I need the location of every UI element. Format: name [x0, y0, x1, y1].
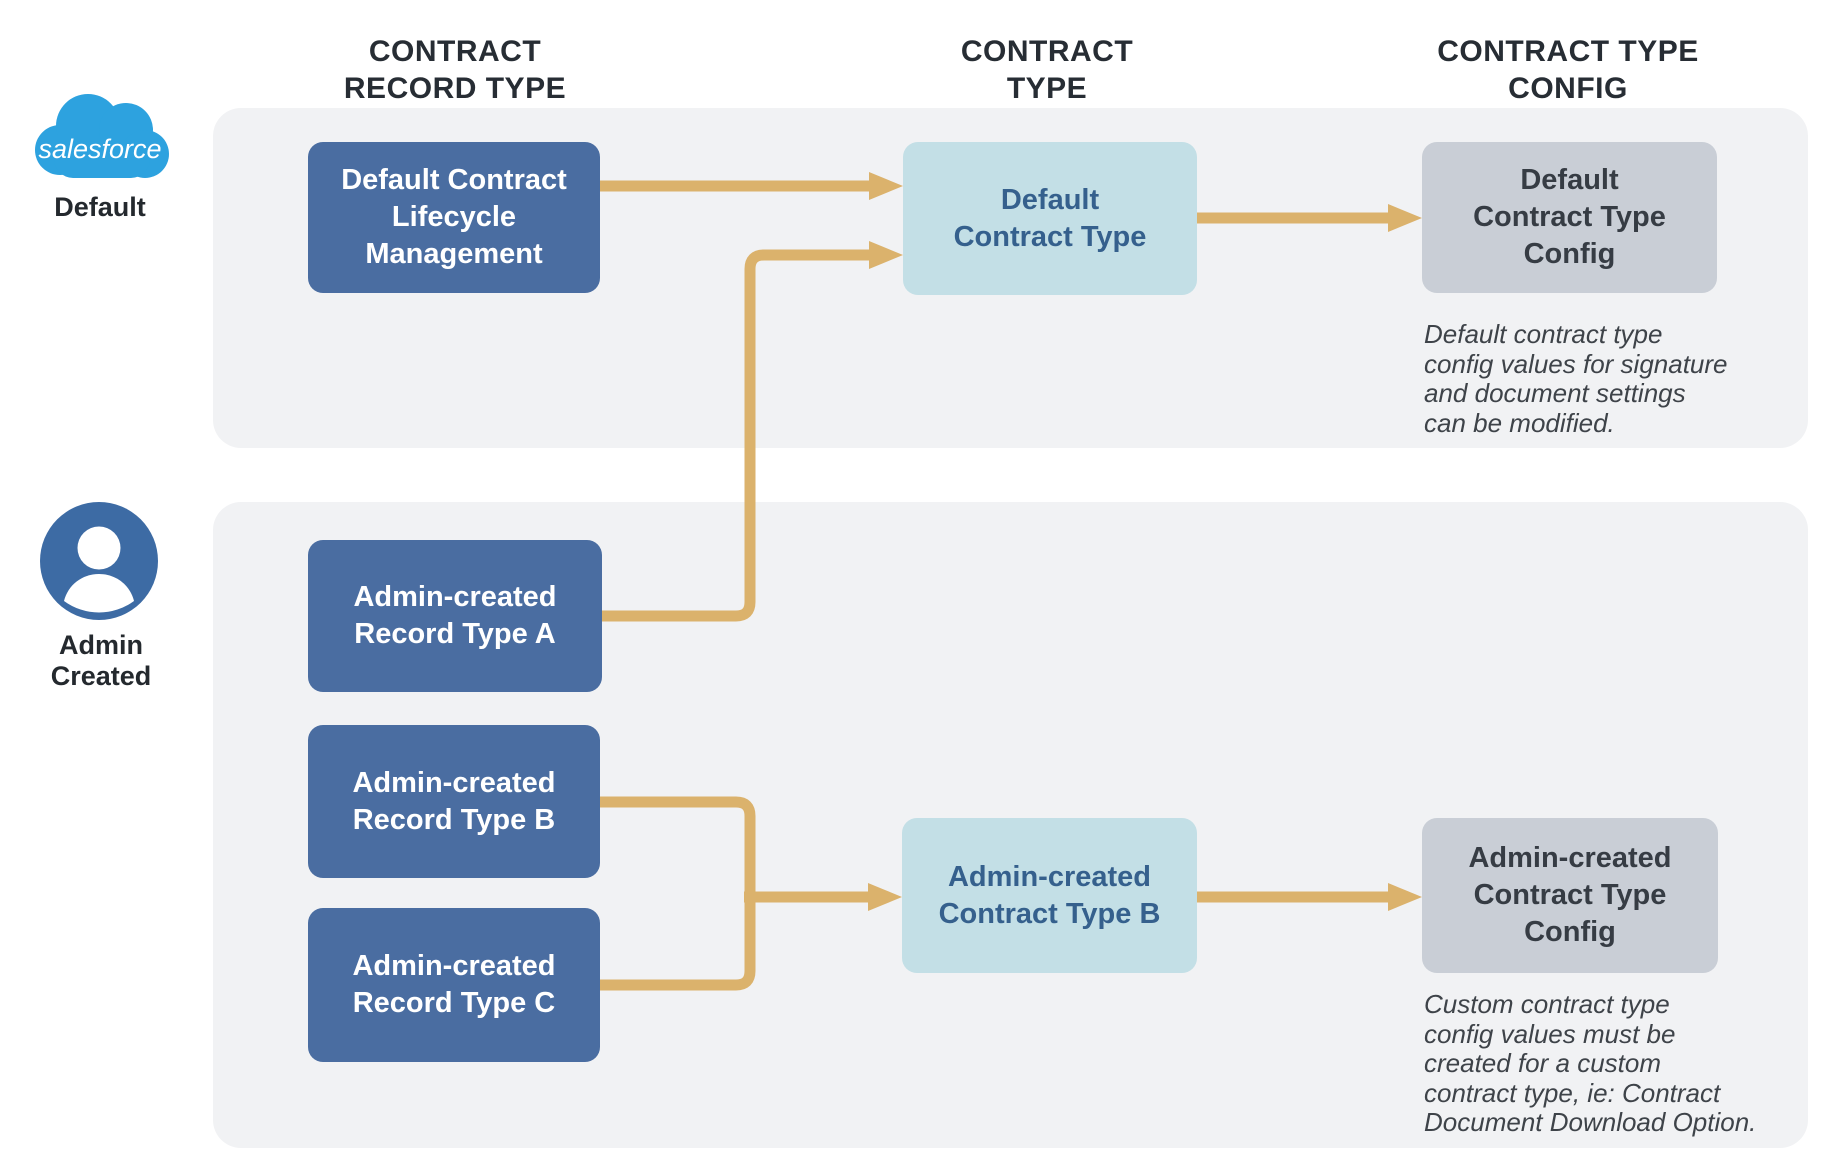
node-default-contract-type: Default Contract Type [903, 142, 1197, 295]
salesforce-wordmark: salesforce [38, 134, 161, 164]
node-default-contract-type-config: Default Contract Type Config [1422, 142, 1717, 293]
salesforce-cloud-icon: salesforce [35, 94, 169, 178]
node-admin-created-contract-type-config: Admin-created Contract Type Config [1422, 818, 1718, 973]
column-header-contract-type-config: CONTRACT TYPE CONFIG [1437, 35, 1699, 105]
default-legend-label: Default [54, 192, 146, 222]
node-default-contract-lifecycle-management: Default Contract Lifecycle Management [308, 142, 600, 293]
column-header-contract-record-type: CONTRACT RECORD TYPE [343, 35, 567, 105]
node-admin-created-record-type-a: Admin-created Record Type A [308, 540, 602, 692]
admin-config-note: Custom contract type config values must … [1424, 989, 1757, 1137]
column-header-contract-type: CONTRACT TYPE [960, 35, 1134, 105]
admin-user-icon [40, 502, 158, 620]
default-config-note: Default contract type config values for … [1424, 319, 1728, 438]
node-admin-created-contract-type-b: Admin-created Contract Type B [902, 818, 1197, 973]
node-admin-created-record-type-b: Admin-created Record Type B [308, 725, 600, 878]
node-admin-created-record-type-c: Admin-created Record Type C [308, 908, 600, 1062]
admin-created-legend-label: Admin Created [50, 630, 152, 691]
